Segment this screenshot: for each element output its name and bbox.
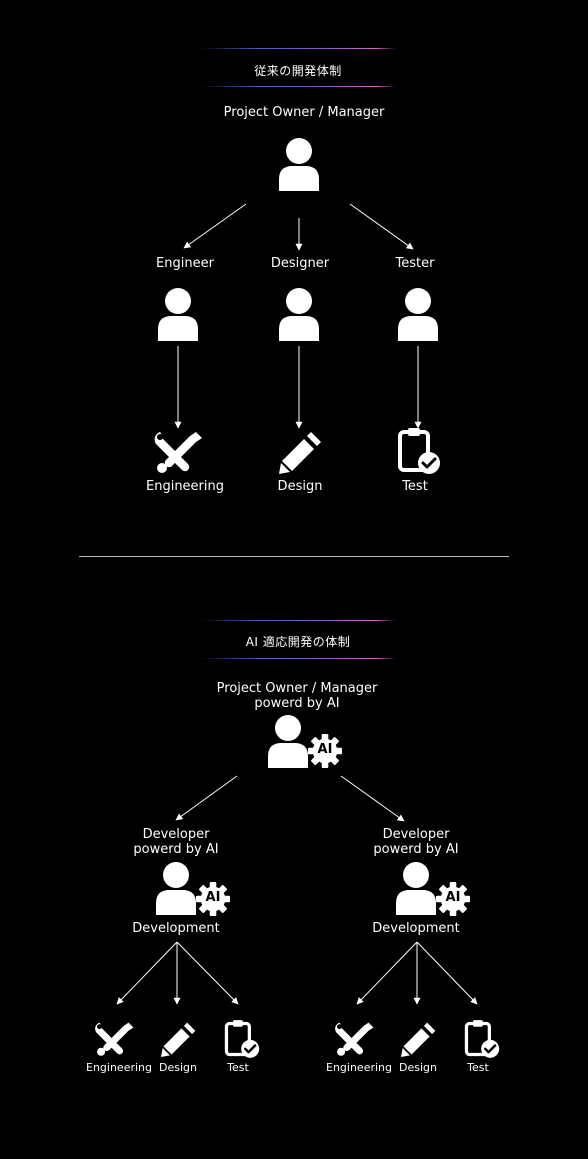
task-test-label: Test (402, 479, 428, 494)
traditional-arrows (174, 203, 422, 429)
arrow-dev-right-to-test (416, 941, 478, 1005)
role-designer-label: Designer (270, 256, 330, 271)
dev-left-engineering-icon (95, 1022, 134, 1056)
dev-left-person-icon (154, 861, 198, 915)
dev-left-role-label: Development (132, 921, 220, 936)
ai-owner-label-line2: powerd by AI (254, 696, 340, 711)
dev-left-task-test: Test (227, 1061, 249, 1074)
ai-owner-badge-text: AI (317, 742, 333, 757)
title-top-gradient-line (200, 48, 396, 49)
arrow-owner-to-engineer (183, 203, 247, 249)
traditional-owner-label: Project Owner / Manager (223, 105, 385, 120)
task-engineering-label: Engineering (146, 479, 224, 494)
ai-title-top-gradient-line (200, 620, 396, 621)
ai-owner-label-line1: Project Owner / Manager (216, 681, 378, 696)
dev-right-task-test: Test (467, 1061, 489, 1074)
dev-right-task-engineering: Engineering (326, 1061, 392, 1074)
traditional-title: 従来の開発体制 (254, 64, 342, 78)
ai-title-bottom-gradient-line (200, 658, 396, 659)
dev-left-label-line2: powerd by AI (133, 842, 219, 857)
dev-right-label-line1: Developer (382, 827, 450, 842)
dev-right-task-design: Design (399, 1061, 437, 1074)
arrow-owner-to-tester (349, 203, 414, 250)
arrow-dev-left-to-test (176, 941, 239, 1005)
dev-right-test-icon (464, 1019, 500, 1059)
dev-left-task-design: Design (159, 1061, 197, 1074)
task-design-label: Design (277, 479, 323, 494)
dev-right-person-icon (394, 861, 438, 915)
dev-left-label-line1: Developer (142, 827, 210, 842)
arrow-owner-to-dev-left (175, 775, 238, 821)
arrow-dev-right-to-engineering (356, 941, 418, 1005)
dev-right-label-line2: powerd by AI (373, 842, 459, 857)
title-bottom-gradient-line (200, 86, 396, 87)
arrow-owner-to-dev-right (340, 775, 405, 822)
dev-left-test-icon (224, 1019, 260, 1059)
role-tester-label: Tester (395, 256, 435, 271)
arrow-dev-left-to-engineering (116, 941, 178, 1005)
role-engineer-label: Engineer (156, 256, 214, 271)
ai-title: AI 適応開発の体制 (245, 635, 351, 649)
dev-right-design-icon (401, 1022, 436, 1057)
dev-right-engineering-icon (335, 1022, 374, 1056)
dev-right-badge-text: AI (445, 890, 461, 905)
dev-left-task-engineering: Engineering (86, 1061, 152, 1074)
dev-left-badge-text: AI (205, 890, 221, 905)
dev-left-design-icon (161, 1022, 196, 1057)
section-divider (79, 556, 509, 557)
dev-right-role-label: Development (372, 921, 460, 936)
